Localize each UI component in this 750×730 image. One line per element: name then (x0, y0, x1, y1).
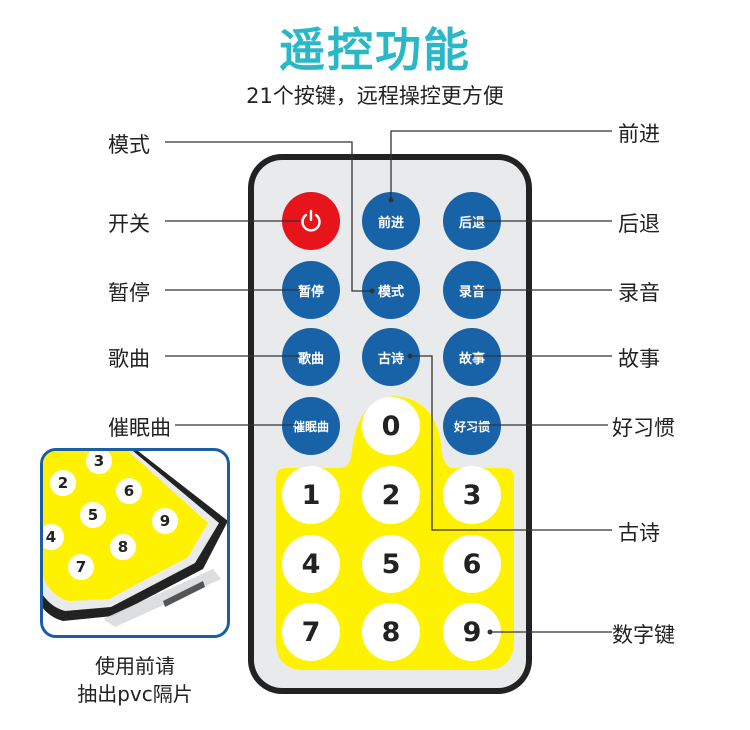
pause-button[interactable]: 暂停 (282, 261, 340, 319)
inset-digit: 8 (118, 538, 128, 556)
good-habit-button[interactable]: 好习惯 (443, 397, 501, 455)
digit-9-button[interactable]: 9 (443, 603, 501, 661)
poem-button[interactable]: 古诗 (362, 328, 420, 386)
mode-button[interactable]: 模式 (362, 261, 420, 319)
label-story: 故事 (618, 347, 660, 371)
inset-digit: 3 (94, 452, 104, 470)
power-icon (301, 209, 321, 232)
label-song: 歌曲 (108, 347, 150, 371)
digit-7-button[interactable]: 7 (282, 603, 340, 661)
label-record: 录音 (618, 281, 660, 305)
inset-digit: 7 (76, 558, 86, 576)
inset-remote-drawing: 3 2 6 5 9 4 8 7 (43, 451, 227, 627)
story-button[interactable]: 故事 (443, 328, 501, 386)
page-title: 遥控功能 (279, 23, 471, 77)
keypad-yellow-area (276, 396, 514, 670)
lullaby-button[interactable]: 催眠曲 (282, 397, 340, 455)
digit-0-button[interactable]: 0 (362, 397, 420, 455)
digit-2-button[interactable]: 2 (362, 466, 420, 524)
power-button[interactable] (282, 192, 340, 250)
inset-closeup: 3 2 6 5 9 4 8 7 (40, 448, 230, 638)
label-forward: 前进 (618, 122, 660, 146)
label-digit-keys: 数字键 (612, 623, 675, 647)
inset-caption-line2: 抽出pvc隔片 (77, 682, 193, 706)
digit-1-button[interactable]: 1 (282, 466, 340, 524)
record-button[interactable]: 录音 (443, 261, 501, 319)
digit-6-button[interactable]: 6 (443, 535, 501, 593)
song-button[interactable]: 歌曲 (282, 328, 340, 386)
digit-8-button[interactable]: 8 (362, 603, 420, 661)
back-button[interactable]: 后退 (443, 192, 501, 250)
label-poem: 古诗 (618, 521, 660, 545)
label-good-habit: 好习惯 (612, 416, 675, 440)
page-subtitle: 21个按键，远程操控更方便 (246, 84, 504, 108)
label-mode: 模式 (108, 133, 150, 157)
digit-5-button[interactable]: 5 (362, 535, 420, 593)
label-lullaby: 催眠曲 (108, 416, 171, 440)
digit-4-button[interactable]: 4 (282, 535, 340, 593)
label-back: 后退 (618, 212, 660, 236)
inset-digit: 6 (124, 482, 134, 500)
inset-digit: 5 (88, 506, 98, 524)
forward-button[interactable]: 前进 (362, 192, 420, 250)
inset-digit: 9 (160, 512, 170, 530)
label-pause: 暂停 (108, 281, 150, 305)
digit-3-button[interactable]: 3 (443, 466, 501, 524)
inset-digit: 2 (58, 474, 68, 492)
inset-caption-line1: 使用前请 (95, 654, 175, 678)
inset-digit: 4 (46, 528, 56, 546)
label-power: 开关 (108, 212, 150, 236)
